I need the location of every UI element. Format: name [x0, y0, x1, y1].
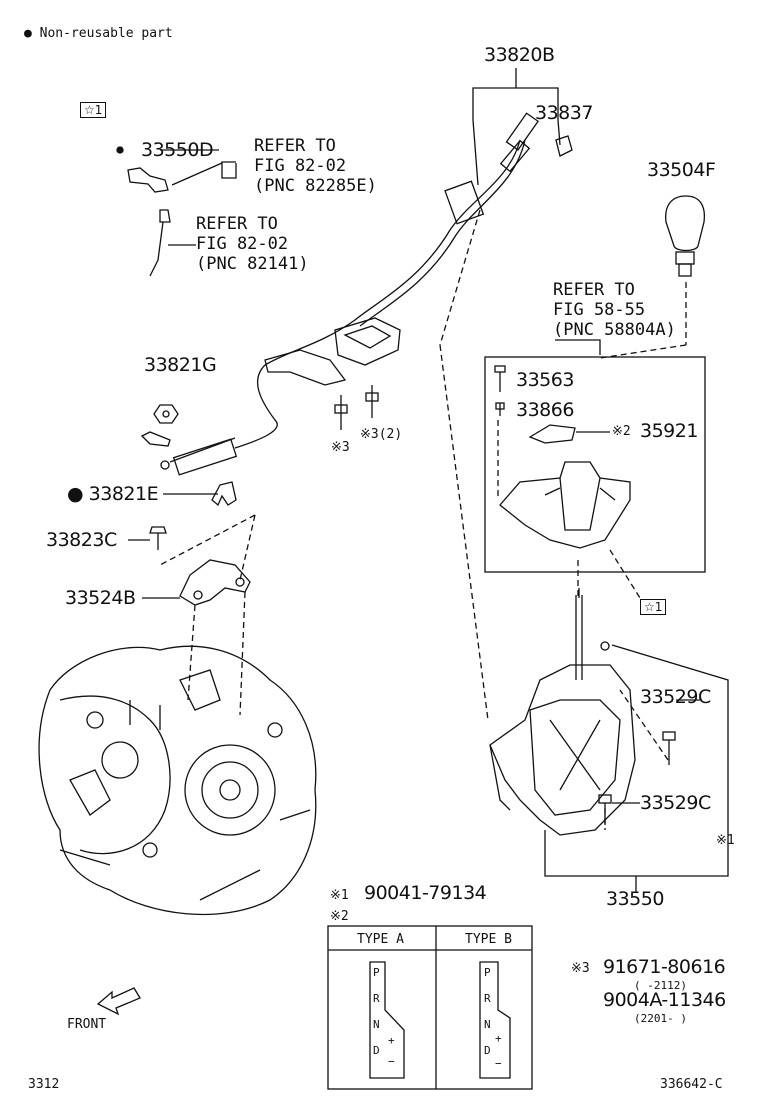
note1-key: ※1	[330, 888, 349, 903]
note1-mark: ※1	[716, 833, 735, 848]
note3-key: ※3	[571, 961, 590, 976]
gate-b-minus: −	[495, 1057, 502, 1070]
note3-qty-mark: ※3(2)	[360, 427, 403, 442]
note2-mark: ※2	[612, 424, 631, 439]
note3-part-b: 9004A-11346	[603, 989, 726, 1011]
gate-a-p: P	[373, 966, 380, 979]
gate-b-p: P	[484, 966, 491, 979]
callout-33821E: ● 33821E	[67, 483, 159, 505]
callout-33823C: 33823C	[46, 529, 117, 551]
note1-part-number: 90041-79134	[364, 882, 487, 904]
bullet-icon: ●	[24, 26, 32, 41]
type-a-header: TYPE A	[357, 932, 404, 947]
refer-82141: REFER TO FIG 82-02 (PNC 82141)	[196, 214, 309, 274]
callout-33550D: 33550D	[141, 139, 214, 161]
note2-key: ※2	[330, 909, 349, 924]
star1-mark: ☆1	[80, 102, 107, 118]
gate-b-plus: +	[495, 1032, 502, 1045]
callout-33866: 33866	[516, 399, 574, 421]
note3-mark: ※3	[331, 440, 350, 455]
gate-a-minus: −	[388, 1055, 395, 1068]
callout-35921: 35921	[640, 420, 698, 442]
star1-mark-console: ☆1	[640, 599, 667, 615]
callout-33524B: 33524B	[65, 587, 136, 609]
type-b-header: TYPE B	[465, 932, 512, 947]
non-reusable-bullet-icon: ●	[67, 483, 84, 505]
note3-part-a: 91671-80616	[603, 956, 726, 978]
refer-82285E: REFER TO FIG 82-02 (PNC 82285E)	[254, 136, 377, 196]
callout-33820B: 33820B	[484, 44, 555, 66]
legend-text: Non-reusable part	[39, 26, 173, 41]
callout-33563: 33563	[516, 369, 574, 391]
callout-33529C-upper: 33529C	[640, 686, 711, 708]
note3-part-b-range: (2201- )	[634, 1012, 687, 1025]
callout-33504F: 33504F	[647, 159, 716, 181]
gate-a-n: N	[373, 1018, 380, 1031]
gate-b-r: R	[484, 992, 491, 1005]
callout-33821G: 33821G	[144, 354, 217, 376]
refer-58804A: REFER TO FIG 58-55 (PNC 58804A)	[553, 280, 676, 340]
gate-a-r: R	[373, 992, 380, 1005]
front-label: FRONT	[67, 1017, 107, 1032]
legend: ● Non-reusable part	[24, 27, 173, 40]
gate-b-d: D	[484, 1044, 491, 1057]
callout-33837: 33837	[535, 102, 593, 124]
callout-33529C-lower: 33529C	[640, 792, 711, 814]
gate-a-plus: +	[388, 1034, 395, 1047]
gate-b-n: N	[484, 1018, 491, 1031]
illustration-code: 336642-C	[660, 1077, 723, 1092]
callout-33550: 33550	[606, 888, 664, 910]
gate-a-d: D	[373, 1044, 380, 1057]
note3-part-a-range: ( -2112)	[634, 979, 687, 992]
page-code-left: 3312	[28, 1077, 60, 1092]
